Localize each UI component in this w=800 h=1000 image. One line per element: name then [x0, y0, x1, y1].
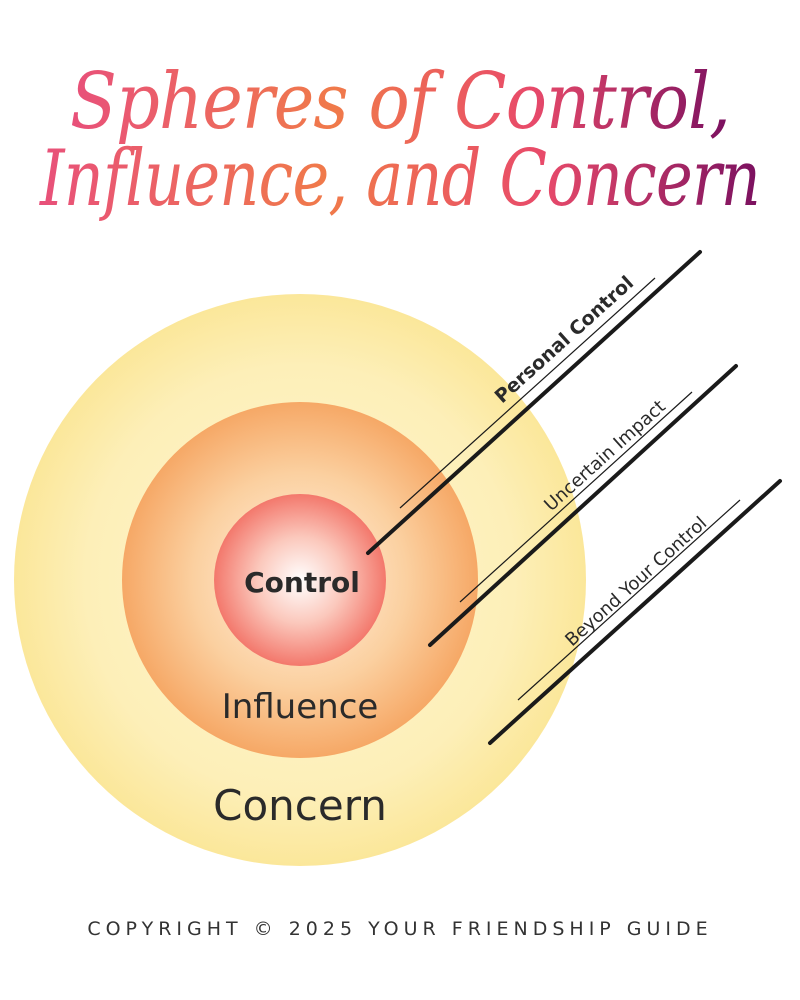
uncertain-impact-text: Uncertain Impact — [540, 396, 670, 516]
concern-label: Concern — [213, 781, 387, 830]
control-label: Control — [244, 566, 360, 599]
uncertain-impact-line — [428, 364, 738, 647]
influence-label: Influence — [222, 687, 379, 727]
personal-control-underline — [399, 277, 656, 509]
beyond-your-control-line — [488, 479, 782, 745]
uncertain-impact-underline — [459, 391, 693, 603]
title-line-1: Spheres of Control, — [70, 57, 730, 147]
title: Spheres of Control, Influence, and Conce… — [38, 57, 761, 224]
title-line-2: Influence, and Concern — [38, 134, 760, 224]
personal-control-text: Personal Control — [491, 272, 638, 408]
control-circle — [214, 494, 386, 666]
personal-control-line — [366, 250, 702, 555]
copyright-footer: COPYRIGHT © 2025 YOUR FRIENDSHIP GUIDE — [87, 918, 713, 940]
beyond-your-control-underline — [517, 499, 741, 701]
